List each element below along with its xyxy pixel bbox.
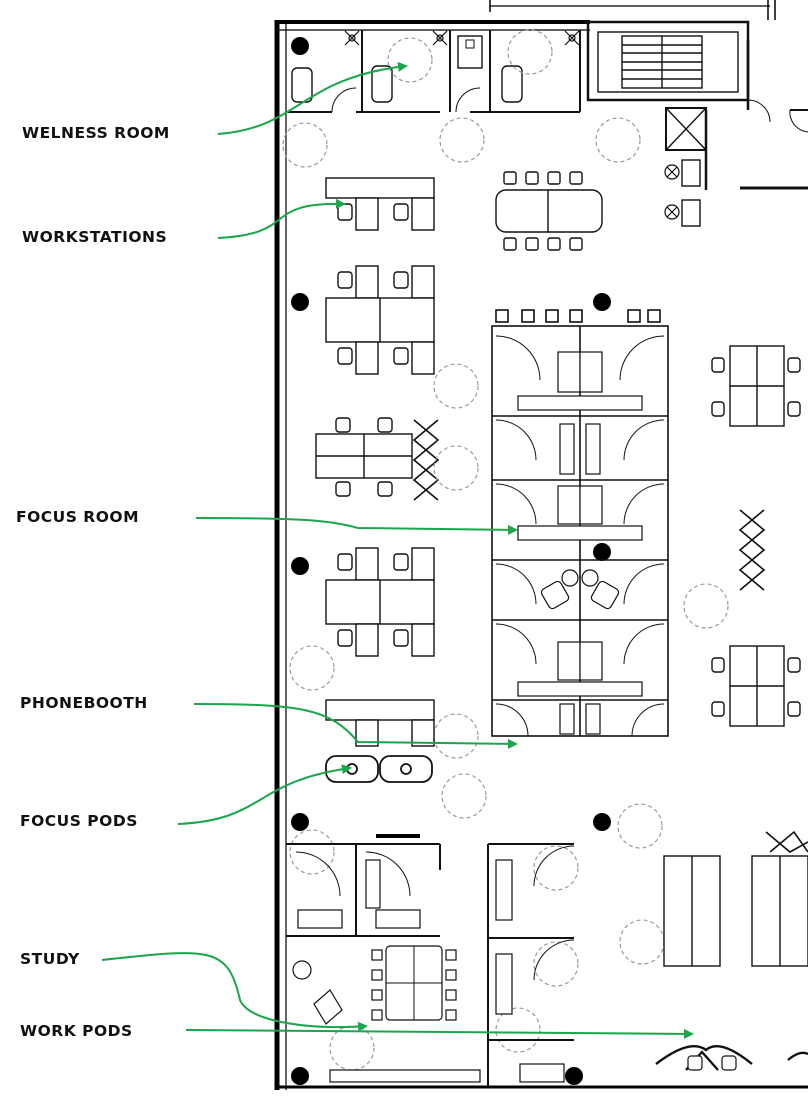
arrow-study	[101, 952, 368, 1032]
arrow-workstations	[217, 198, 346, 239]
focus-room-block	[491, 309, 669, 737]
leader-arrows	[101, 61, 694, 1039]
work-pods	[655, 1045, 808, 1071]
label-focus-pods: FOCUS PODS	[20, 812, 138, 830]
armchairs	[291, 65, 701, 227]
plants	[344, 30, 808, 853]
label-phonebooth: PHONEBOOTH	[20, 694, 148, 712]
columns	[291, 37, 611, 1085]
arrow-work-pods	[185, 1028, 694, 1039]
label-wellness-room: WELNESS ROOM	[22, 124, 170, 142]
label-focus-room: FOCUS ROOM	[16, 508, 139, 526]
exterior-walls	[274, 0, 808, 1090]
arrow-wellness-room	[217, 61, 408, 135]
label-workstations: WORKSTATIONS	[22, 228, 168, 246]
label-study: STUDY	[20, 950, 80, 968]
arrow-phonebooth	[193, 703, 518, 749]
arrow-focus-room	[195, 517, 518, 535]
right-benching	[711, 345, 801, 727]
workstations	[315, 177, 435, 747]
label-work-pods: WORK PODS	[20, 1022, 133, 1040]
top-rooms	[286, 30, 581, 113]
center-offices	[487, 843, 575, 1087]
conference-table	[495, 171, 603, 251]
arrow-focus-pods	[177, 764, 352, 825]
clearance-circles	[282, 29, 729, 1071]
bottom-offices	[286, 834, 481, 1083]
core	[586, 20, 808, 190]
focus-pods	[325, 755, 433, 783]
bottom-right-benching	[663, 855, 808, 967]
